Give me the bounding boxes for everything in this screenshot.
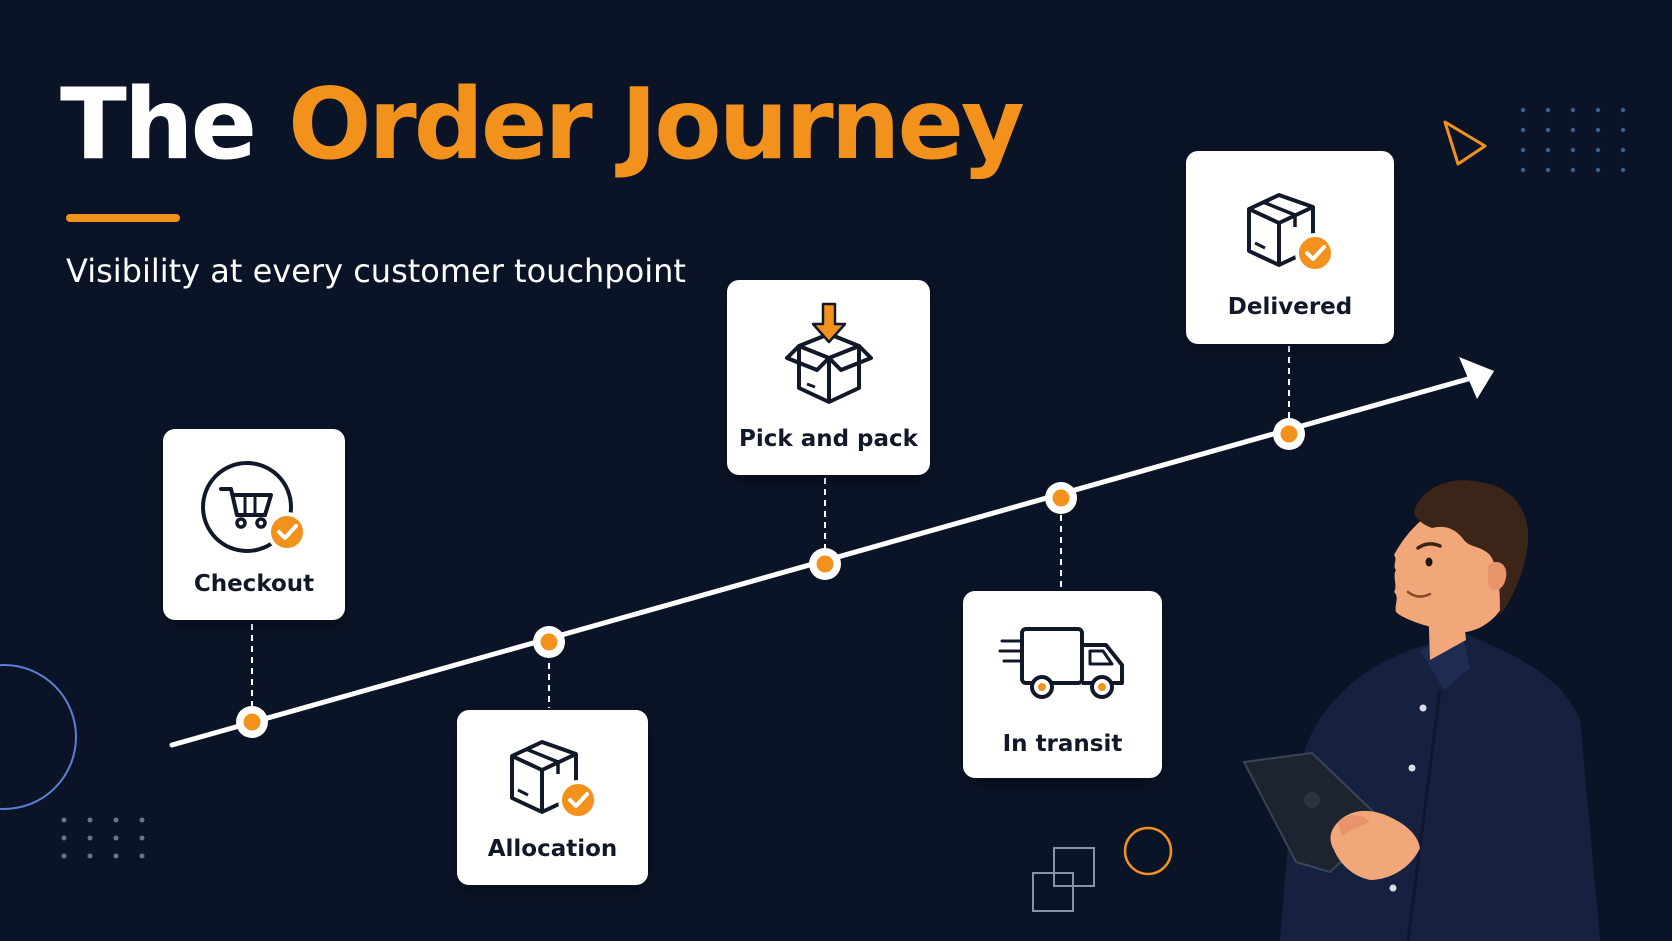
connectors — [251, 346, 1290, 714]
decor-dot — [87, 817, 93, 823]
decor-dot — [113, 835, 119, 841]
decor-dot — [1545, 147, 1551, 153]
decor-dot — [61, 817, 67, 823]
stage-card-in-transit: In transit — [963, 591, 1162, 778]
decor-dot — [1570, 127, 1576, 133]
delivery-truck-icon — [998, 627, 1124, 699]
node-checkout — [236, 706, 268, 738]
decor-dot-grid-top-right — [1520, 107, 1626, 173]
decor-dot — [1520, 127, 1526, 133]
decor-dot — [1595, 167, 1601, 173]
decor-dot — [1520, 107, 1526, 113]
stage-label-pick-and-pack: Pick and pack — [739, 426, 918, 452]
stage-card-checkout: Checkout — [163, 429, 345, 620]
node-delivered — [1273, 418, 1305, 450]
decor-ring-orange — [1123, 826, 1173, 876]
decor-ring-left — [0, 664, 77, 810]
node-in-transit — [1045, 482, 1077, 514]
stage-label-allocation: Allocation — [487, 836, 618, 862]
decor-dot — [1620, 107, 1626, 113]
decor-triangle — [1443, 120, 1487, 166]
open-box-down-arrow-icon — [784, 302, 873, 404]
page-title: The Order Journey — [60, 71, 1025, 180]
decor-dot — [1520, 167, 1526, 173]
decor-dot — [1545, 107, 1551, 113]
tablet-logo — [1304, 792, 1320, 808]
decor-dot — [1620, 167, 1626, 173]
timeline-arrowhead — [1459, 357, 1494, 399]
decor-dot — [1520, 147, 1526, 153]
box-check-icon — [509, 740, 598, 820]
person-eye — [1425, 557, 1433, 567]
decor-dot — [113, 853, 119, 859]
decor-dot — [1595, 127, 1601, 133]
subtitle: Visibility at every customer touchpoint — [66, 252, 686, 290]
decor-dot — [87, 835, 93, 841]
decor-dot — [139, 853, 145, 859]
decor-dot — [139, 835, 145, 841]
decor-dot — [1620, 127, 1626, 133]
stage-card-pick-and-pack: Pick and pack — [727, 280, 930, 475]
stage-card-allocation: Allocation — [457, 710, 648, 885]
person-arm — [1420, 760, 1560, 900]
stage-label-in-transit: In transit — [1002, 731, 1123, 757]
decor-dot — [1570, 167, 1576, 173]
decor-dot — [1595, 107, 1601, 113]
decor-dot — [87, 853, 93, 859]
person-eyebrow — [1416, 542, 1442, 550]
decor-dot — [61, 835, 67, 841]
person-ear — [1488, 562, 1507, 591]
box-check-icon — [1247, 193, 1335, 273]
timeline-nodes — [236, 418, 1305, 738]
decor-dot — [1545, 127, 1551, 133]
person-illustration — [1242, 480, 1600, 941]
decor-dot — [1620, 147, 1626, 153]
shopping-cart-check-icon — [201, 461, 307, 553]
decor-dot — [113, 817, 119, 823]
stage-card-delivered: Delivered — [1186, 151, 1394, 344]
decor-dot — [1545, 167, 1551, 173]
decor-square-front — [1032, 872, 1074, 912]
person-smile — [1406, 590, 1432, 598]
decor-dot — [139, 817, 145, 823]
person-placket — [1406, 689, 1442, 941]
decorations — [0, 107, 1626, 912]
decor-dot — [1570, 107, 1576, 113]
decor-dot — [1595, 147, 1601, 153]
node-pick-and-pack — [809, 548, 841, 580]
stage-label-delivered: Delivered — [1227, 294, 1353, 320]
person-thumb — [1338, 815, 1370, 836]
decor-dot — [1570, 147, 1576, 153]
node-allocation — [533, 626, 565, 658]
decor-dot — [61, 853, 67, 859]
title-word-order-journey: Order Journey — [288, 68, 1025, 182]
title-underline — [66, 214, 180, 222]
decor-dot-grid-bottom-left — [61, 817, 145, 859]
title-word-the: The — [60, 68, 257, 182]
stage-label-checkout: Checkout — [193, 571, 315, 597]
